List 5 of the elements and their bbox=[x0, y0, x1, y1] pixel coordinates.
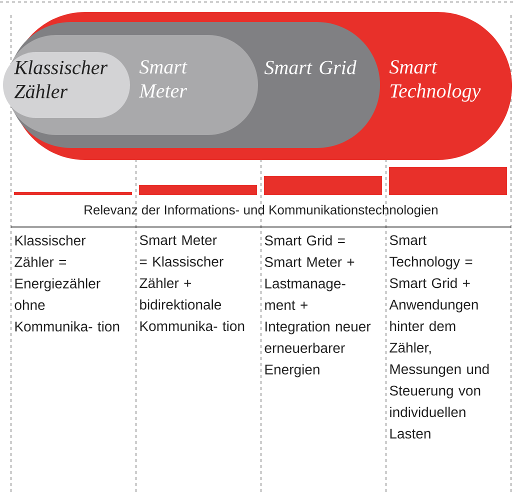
table-cell: Smart Technology = Smart Grid + Anwendungen hinter dem Zähler, Messungen und Steuerung von individuellen Lasten bbox=[389, 235, 489, 439]
table-cell: Klassischer Zähler = Energiezähler ohne Kommunika- tion bbox=[14, 235, 120, 332]
axis-caption: Relevanz der Informations- und Kommunikationstechnologien bbox=[84, 204, 438, 218]
table-cell: Smart Grid = Smart Meter + Lastmanage- ment + Integration neuer erneuerbarer Energien bbox=[264, 235, 371, 378]
table-cell: Smart Meter = Klassischer Zähler + bidirektionale Kommunika- tion bbox=[140, 235, 244, 332]
